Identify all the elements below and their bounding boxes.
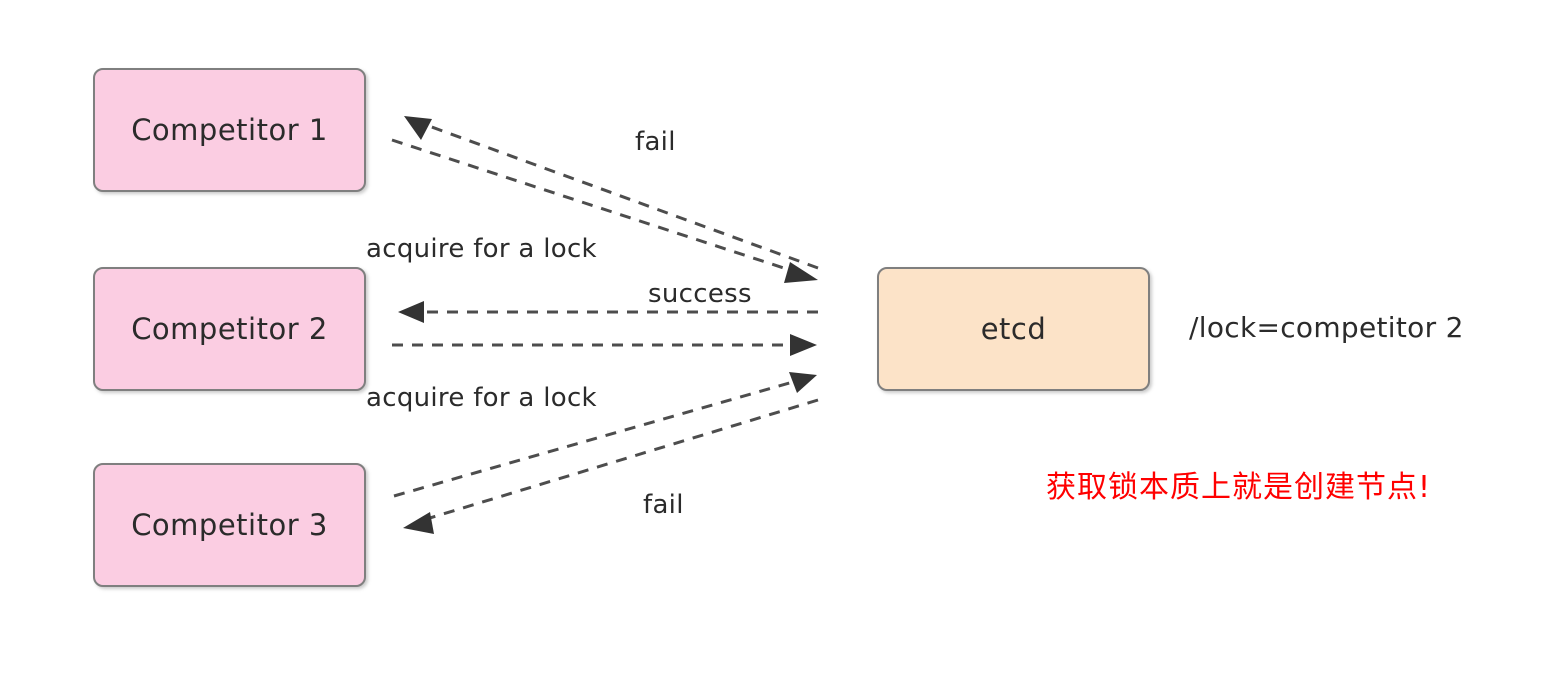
edge-label-acquire-top: acquire for a lock	[366, 234, 597, 264]
node-competitor-1-label: Competitor 1	[131, 113, 328, 147]
edge-label-fail-bottom: fail	[643, 490, 684, 520]
node-competitor-3[interactable]: Competitor 3	[93, 463, 366, 587]
node-competitor-3-label: Competitor 3	[131, 508, 328, 542]
edge-label-fail-top: fail	[635, 127, 676, 157]
edge-label-acquire-bottom: acquire for a lock	[366, 383, 597, 413]
edge-label-success: success	[648, 279, 752, 309]
edge-c3-response	[403, 398, 819, 534]
node-competitor-2[interactable]: Competitor 2	[93, 267, 366, 391]
edge-c2-request	[392, 334, 817, 356]
node-etcd[interactable]: etcd	[877, 267, 1150, 391]
node-competitor-2-label: Competitor 2	[131, 312, 328, 346]
node-competitor-1[interactable]: Competitor 1	[93, 68, 366, 192]
node-etcd-label: etcd	[980, 312, 1047, 346]
annotation-callout-note: 获取锁本质上就是创建节点!	[1046, 470, 1432, 505]
annotation-lock-key: /lock=competitor 2	[1189, 311, 1464, 344]
edge-c2-response	[398, 301, 818, 323]
